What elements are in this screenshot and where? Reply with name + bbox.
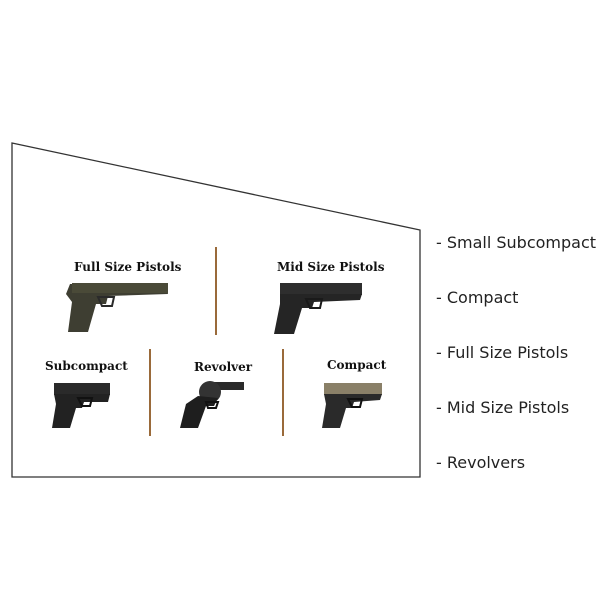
list-item: - Mid Size Pistols [436, 398, 570, 417]
list-item: - Compact [436, 288, 519, 307]
list-item: - Revolvers [436, 453, 526, 472]
label-subcompact: Subcompact [45, 359, 128, 373]
subcompact-pistol-icon [52, 383, 110, 428]
label-revolver: Revolver [194, 360, 253, 374]
label-mid-size-pistols: Mid Size Pistols [277, 260, 385, 274]
compact-pistol-icon [322, 383, 382, 428]
mid-size-pistol-icon [274, 283, 362, 334]
list-item: - Full Size Pistols [436, 343, 569, 362]
label-compact: Compact [327, 358, 387, 372]
label-full-size-pistols: Full Size Pistols [74, 260, 182, 274]
full-size-pistol-icon [66, 283, 168, 332]
revolver-icon [180, 381, 244, 428]
compatibility-list: - Small Subcompact - Compact - Full Size… [436, 232, 596, 507]
list-item: - Small Subcompact [436, 233, 597, 252]
